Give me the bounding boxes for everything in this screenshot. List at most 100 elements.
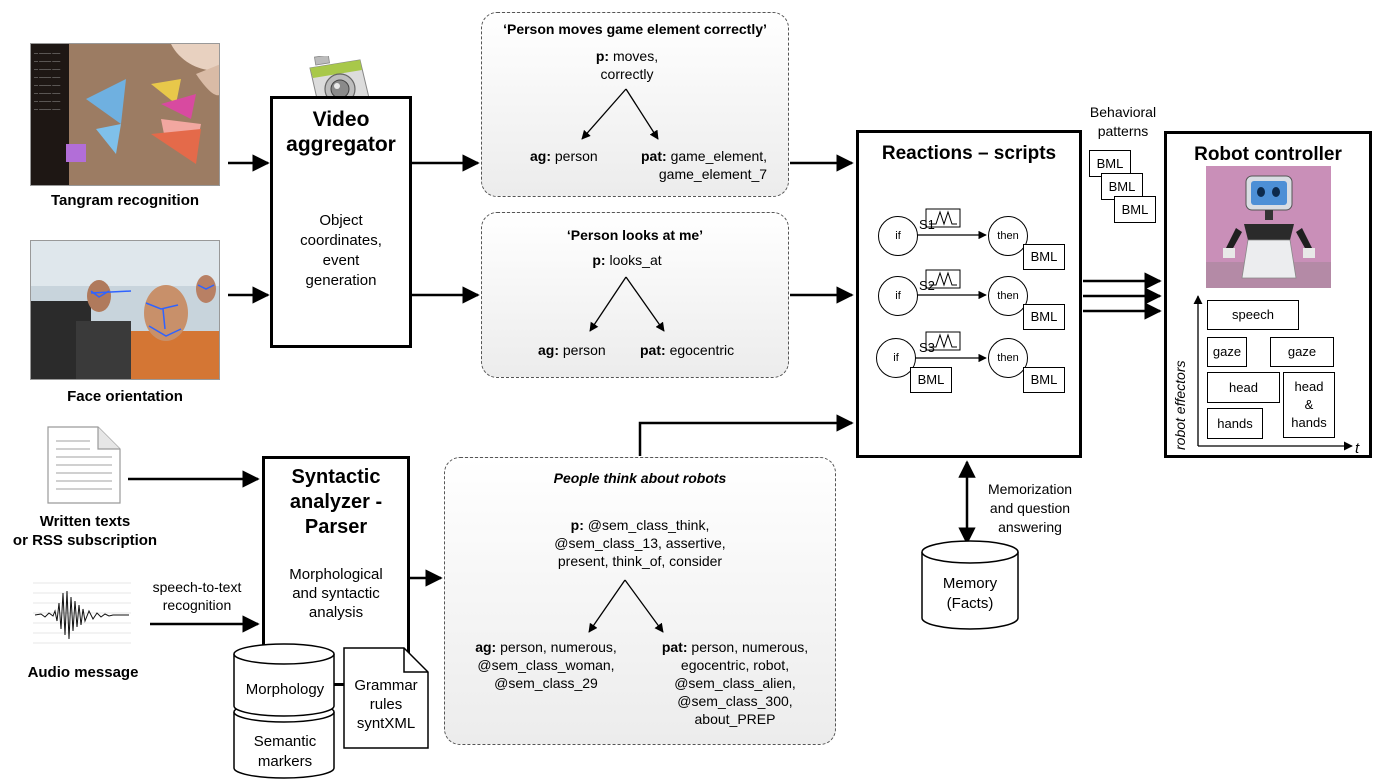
behavioral-line-1: Behavioral: [1089, 104, 1157, 120]
effector-head-hands: head & hands: [1283, 372, 1335, 438]
graph-looks-p-label: p:: [592, 252, 606, 268]
memorization-line-2: and question: [989, 500, 1071, 516]
graph-looks-edges: [589, 276, 665, 332]
graph-moves-agent: ag: person: [530, 147, 598, 165]
effector-head: head: [1207, 372, 1280, 403]
effectors-axes: [1193, 295, 1353, 451]
svg-text:— ——— ——: — ——— ——: [34, 66, 60, 71]
audio-caption: Audio message: [27, 664, 139, 681]
script-s1-label: S1: [919, 217, 935, 232]
effector-head-hands-line-3: hands: [1291, 415, 1327, 430]
svg-text:— ——— ——: — ——— ——: [34, 74, 60, 79]
graph-moves-panel: ‘Person moves game element correctly’ p:…: [481, 12, 789, 197]
written-caption: Written texts or RSS subscription: [0, 512, 170, 550]
robot-photo: [1206, 166, 1331, 288]
memorization-line-1: Memorization: [987, 481, 1073, 497]
effectors-axis-label: robot effectors: [1172, 360, 1188, 451]
graph-think-agent: ag: person, numerous, @sem_class_woman, …: [471, 638, 621, 692]
parser-title-1: Syntactic: [291, 466, 381, 488]
graph-think-p-value-3: present, think_of, consider: [557, 553, 723, 569]
written-caption-line-2: or RSS subscription: [12, 532, 158, 549]
grammar-rules-doc: [343, 647, 429, 749]
graph-think-patient: pat: person, numerous, egocentric, robot…: [645, 638, 825, 728]
graph-think-pat-value-3: @sem_class_alien,: [674, 675, 796, 691]
graph-think-ag-value-3: @sem_class_29: [494, 675, 598, 691]
graph-think-ag-label: ag:: [475, 639, 497, 655]
script-s3-label: S3: [919, 340, 935, 355]
graph-looks-ag-label: ag:: [538, 342, 559, 358]
effector-speech: speech: [1207, 300, 1299, 330]
effector-hands: hands: [1207, 408, 1263, 439]
grammar-line-2: rules: [369, 696, 403, 713]
video-aggregator-title-2: aggregator: [286, 133, 396, 156]
graph-think-pat-label: pat:: [661, 639, 688, 655]
video-aggregator-desc: Object coordinates, event generation: [273, 211, 409, 291]
tangram-photo: — ——— —— — ——— —— — ——— —— — ——— —— — ——— …: [30, 43, 220, 186]
memory-db-line-2: (Facts): [946, 595, 994, 612]
graph-moves-predicate: p: moves, correctly: [572, 47, 682, 83]
script-s1-bml: BML: [1023, 244, 1065, 270]
parser-desc: Morphological and syntactic analysis: [265, 565, 407, 622]
script-s2-then: then: [988, 276, 1028, 316]
video-aggregator-desc-2: coordinates,: [300, 232, 382, 249]
svg-text:— ——— ——: — ——— ——: [34, 50, 60, 55]
graph-think-p-label: p:: [570, 517, 584, 533]
parser-desc-1: Morphological: [289, 566, 383, 583]
parser-databases: [233, 643, 335, 779]
graph-moves-edges: [581, 88, 659, 140]
graph-looks-panel: ‘Person looks at me’ p: looks_at ag: per…: [481, 212, 789, 378]
graph-looks-predicate: p: looks_at: [562, 251, 692, 269]
semantic-markers-db-label: Semantic markers: [230, 732, 340, 772]
reactions-title: Reactions – scripts: [881, 143, 1057, 164]
graph-think-predicate: p: @sem_class_think, @sem_class_13, asse…: [515, 516, 765, 570]
speech-label-line-1: speech-to-text: [152, 579, 242, 595]
video-aggregator-desc-3: event: [322, 252, 360, 269]
grammar-rules-label: Grammar rules syntXML: [342, 676, 430, 733]
face-photo: [30, 240, 220, 380]
script-s3-bml: BML: [1023, 367, 1065, 393]
graph-think-pat-value-2: egocentric, robot,: [680, 657, 790, 673]
semantic-db-line-1: Semantic: [253, 733, 317, 750]
graph-looks-ag-value: person: [562, 342, 606, 358]
parser-desc-2: and syntactic: [292, 585, 380, 602]
graph-moves-p-value-2: correctly: [600, 66, 654, 82]
graph-moves-ag-label: ag:: [530, 148, 551, 164]
svg-text:— ——— ——: — ——— ——: [34, 90, 60, 95]
script-s2-bml: BML: [1023, 304, 1065, 330]
graph-think-pat-value-4: @sem_class_300,: [677, 693, 793, 709]
graph-moves-ag-value: person: [554, 148, 598, 164]
behavioral-bml-3: BML: [1114, 196, 1156, 223]
memorization-label: Memorization and question answering: [970, 480, 1090, 537]
effector-head-hands-line-1: head: [1294, 379, 1324, 394]
memory-db-line-1: Memory: [942, 575, 998, 592]
video-aggregator-box: Video aggregator Object coordinates, eve…: [270, 96, 412, 348]
graph-looks-agent: ag: person: [538, 341, 606, 359]
behavioral-patterns-label: Behavioral patterns: [1073, 103, 1173, 141]
behavioral-bml-2: BML: [1101, 173, 1143, 200]
graph-looks-pat-value: egocentric: [669, 342, 735, 358]
graph-think-ag-value-2: @sem_class_woman,: [477, 657, 615, 673]
speech-to-text-label: speech-to-text recognition: [138, 578, 256, 614]
memory-database: [921, 540, 1019, 630]
behavioral-line-2: patterns: [1097, 123, 1149, 139]
parser-title-2: analyzer -: [289, 491, 383, 513]
video-aggregator-desc-1: Object: [319, 212, 363, 229]
tangram-caption: Tangram recognition: [50, 192, 200, 209]
svg-text:— ——— ——: — ——— ——: [34, 106, 60, 111]
svg-text:— ——— ——: — ——— ——: [34, 58, 60, 63]
graph-looks-patient: pat: egocentric: [640, 341, 734, 359]
robot-controller-title: Robot controller: [1194, 144, 1342, 165]
video-aggregator-desc-4: generation: [305, 272, 377, 289]
video-aggregator-title-1: Video: [312, 108, 370, 131]
arrow-think-to-reactions: [638, 414, 854, 456]
morphology-db-label: Morphology: [245, 681, 325, 698]
effector-gaze-2: gaze: [1270, 337, 1334, 367]
parser-title-3: Parser: [304, 516, 368, 538]
svg-text:— ——— ——: — ——— ——: [34, 98, 60, 103]
script-s3-if: if: [876, 338, 916, 378]
graph-moves-p-value-1: moves,: [612, 48, 659, 64]
written-caption-line-1: Written texts: [39, 513, 131, 530]
graph-think-title: People think about robots: [553, 470, 727, 486]
grammar-line-3: syntXML: [356, 715, 416, 732]
